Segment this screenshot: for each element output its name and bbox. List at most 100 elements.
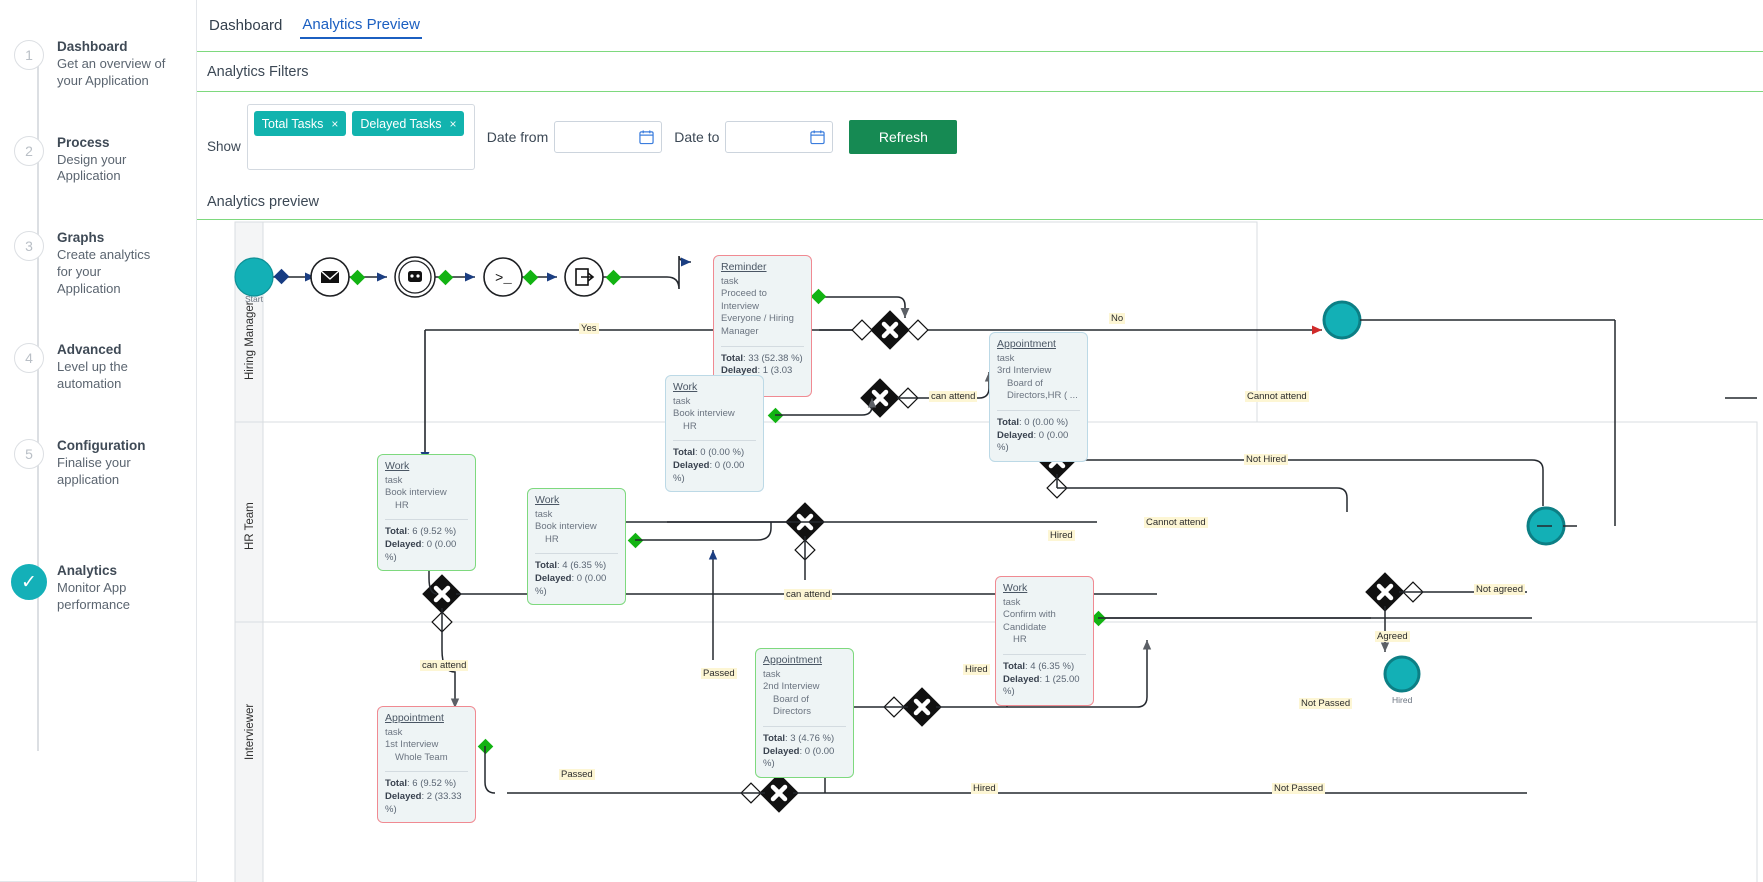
task-type: task	[1003, 596, 1021, 608]
task-total: Total: 3 (4.76 %)	[763, 732, 835, 744]
check-icon: ✓	[11, 564, 47, 601]
calendar-icon[interactable]	[639, 129, 654, 145]
task-total: Total: 33 (52.38 %)	[721, 352, 803, 364]
task-total: Total: 4 (6.35 %)	[1003, 660, 1075, 672]
edge-label-yes: Yes	[579, 323, 599, 334]
exclusive-gateways	[422, 310, 1424, 813]
svg-text:>_: >_	[495, 271, 512, 287]
task-desc: Confirm with Candidate	[1003, 609, 1056, 633]
task-desc: 2nd Interview	[763, 681, 820, 693]
task-type: task	[385, 474, 403, 486]
edge-label-not-agreed: Not agreed	[1474, 584, 1526, 595]
step-title-process: Process	[57, 134, 110, 150]
sidebar-item-configuration[interactable]: 5 Configuration Finalise your applicatio…	[0, 437, 196, 489]
divider	[763, 725, 846, 727]
calendar-icon[interactable]	[810, 129, 826, 145]
task-assignee: HR	[395, 499, 409, 511]
task-type: task	[673, 395, 691, 407]
task-desc: Book interview	[673, 408, 735, 420]
edge-label-passed-mid: Passed	[701, 668, 737, 679]
end-event-hired	[1383, 655, 1421, 693]
task-desc: 1st Interview	[385, 739, 439, 751]
task-delayed: Delayed: 0 (0.00 %)	[997, 429, 1069, 454]
analytics-preview-title: Analytics preview	[207, 193, 320, 210]
task-assignee: HR	[683, 420, 697, 432]
date-from-field[interactable]	[554, 121, 663, 153]
task-name: Work	[673, 381, 698, 393]
divider	[673, 440, 756, 442]
task-name: Appointment	[385, 712, 444, 724]
sidebar-item-dashboard[interactable]: 1 Dashboard Get an overview of your Appl…	[0, 38, 196, 90]
edge-label-hired-mid: Hired	[1048, 530, 1075, 541]
refresh-button[interactable]: Refresh	[849, 120, 958, 154]
task-name: Work	[385, 460, 410, 472]
task-delayed: Delayed: 0 (0.00 %)	[535, 572, 607, 597]
task-type: task	[385, 726, 403, 738]
step-number-4: 4	[14, 343, 44, 374]
analytics-filters-title: Analytics Filters	[207, 63, 309, 80]
sidebar-item-advanced[interactable]: 4 Advanced Level up the automation	[0, 341, 196, 393]
task-card-appointment-3rd[interactable]: Appointment task 3rd Interview Board of …	[989, 332, 1088, 462]
task-card-work-book-2[interactable]: Work task Book interview HR Total: 4 (6.…	[527, 488, 626, 606]
step-title-configuration: Configuration	[57, 437, 146, 453]
edge-label-can-attend-low: can attend	[420, 660, 469, 671]
sidebar-item-process[interactable]: 2 Process Design your Application	[0, 134, 196, 186]
show-label: Show	[207, 138, 241, 154]
task-card-work-confirm[interactable]: Work task Confirm with Candidate HR Tota…	[995, 576, 1094, 706]
start-event	[234, 257, 274, 297]
task-type: task	[997, 352, 1015, 364]
tab-analytics-preview[interactable]: Analytics Preview	[300, 12, 422, 39]
step-sub-configuration: Finalise your application	[57, 454, 131, 487]
step-title-dashboard: Dashboard	[57, 39, 128, 54]
analytics-filters-heading: Analytics Filters	[197, 52, 1763, 92]
step-sub-advanced: Level up the automation	[57, 359, 128, 392]
task-type: task	[763, 668, 781, 680]
edge-label-agreed: Agreed	[1375, 631, 1410, 642]
end-event-top	[1322, 300, 1362, 340]
close-icon[interactable]: ×	[449, 116, 457, 131]
analytics-preview-heading: Analytics preview	[197, 184, 1763, 220]
task-total: Total: 4 (6.35 %)	[535, 560, 607, 572]
hired-end-event-caption: Hired	[1392, 695, 1413, 705]
chip-total-tasks[interactable]: Total Tasks ×	[253, 111, 347, 136]
divider	[385, 519, 468, 521]
task-card-work-book-1[interactable]: Work task Book interview HR Total: 6 (9.…	[377, 454, 476, 572]
analytics-filters-row: Show Total Tasks × Delayed Tasks × Date …	[197, 92, 1763, 184]
task-delayed: Delayed: 0 (0.00 %)	[763, 745, 835, 770]
task-type: task	[535, 508, 553, 520]
task-card-appointment-1st[interactable]: Appointment task 1st Interview Whole Tea…	[377, 706, 476, 824]
chip-delayed-tasks[interactable]: Delayed Tasks ×	[352, 111, 465, 136]
task-assignee: Board of Directors,HR ( ...	[1007, 377, 1078, 402]
tab-dashboard[interactable]: Dashboard	[209, 17, 283, 34]
step-number-2: 2	[14, 135, 44, 166]
task-delayed: Delayed: 0 (0.00 %)	[673, 459, 745, 484]
task-name: Appointment	[997, 338, 1056, 350]
main-content: Dashboard Analytics Preview Analytics Fi…	[197, 0, 1763, 882]
date-to-field[interactable]	[725, 121, 834, 153]
step-title-advanced: Advanced	[57, 342, 122, 358]
task-card-appointment-2nd[interactable]: Appointment task 2nd Interview Board of …	[755, 648, 854, 778]
task-delayed: Delayed: 0 (0.00 %)	[385, 538, 457, 563]
task-name: Reminder	[721, 261, 767, 273]
task-card-reminder[interactable]: Reminder task Proceed to Interview Every…	[713, 255, 812, 398]
close-icon[interactable]: ×	[331, 116, 339, 131]
task-desc: Book interview	[385, 487, 447, 499]
show-multiselect[interactable]: Total Tasks × Delayed Tasks ×	[246, 104, 475, 170]
sidebar-item-graphs[interactable]: 3 Graphs Create analytics for your Appli…	[0, 229, 196, 297]
tab-bar: Dashboard Analytics Preview	[197, 0, 1763, 52]
lane-label-interviewer: Interviewer	[244, 704, 256, 760]
edge-label-can-attend-mid: can attend	[784, 589, 833, 600]
sidebar-item-analytics[interactable]: ✓ Analytics Monitor App performance	[0, 562, 196, 614]
start-event-caption: Start	[245, 294, 263, 304]
bpmn-diagram[interactable]: Hiring Manager HR Team Interviewer	[197, 220, 1763, 882]
task-card-work-book-3[interactable]: Work task Book interview HR Total: 0 (0.…	[665, 375, 764, 493]
divider	[1003, 653, 1086, 655]
task-total: Total: 0 (0.00 %)	[997, 416, 1069, 428]
task-delayed: Delayed: 2 (33.33 %)	[385, 790, 462, 815]
task-delayed: Delayed: 1 (25.00 %)	[1003, 673, 1080, 698]
edge-label-hired-low: Hired	[963, 664, 990, 675]
step-sub-process: Design your Application	[57, 151, 127, 184]
sidebar: 1 Dashboard Get an overview of your Appl…	[0, 0, 197, 882]
divider	[997, 409, 1080, 411]
step-number-1: 1	[14, 40, 44, 70]
